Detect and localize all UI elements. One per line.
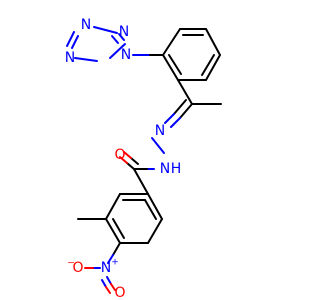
bond: [105, 193, 121, 220]
bond: [162, 54, 179, 81]
bond: [119, 156, 128, 164]
atom-n-tetrazole-1: N: [121, 47, 131, 63]
bond: [118, 33, 125, 41]
bond: [109, 43, 126, 59]
bond: [112, 242, 121, 256]
bond: [173, 99, 187, 115]
bond: [151, 137, 165, 154]
bond: [170, 117, 181, 128]
nitrotoluene-ring: [105, 193, 163, 244]
bond: [106, 276, 112, 285]
atom-o-nitro-left: O: [72, 260, 83, 276]
atom-h-hydrazide: H: [171, 161, 182, 177]
atom-n-tetrazole-4: N: [65, 50, 75, 66]
bond: [105, 286, 111, 294]
bond: [205, 28, 221, 56]
bond: [133, 168, 149, 195]
bond: [123, 151, 132, 159]
nitro-plus-charge: +: [111, 258, 119, 268]
bond: [147, 218, 163, 244]
nitro-minus-charge: −: [67, 259, 75, 269]
bond: [101, 279, 107, 288]
atom-n-hydrazide: N: [160, 161, 170, 177]
bond: [112, 218, 125, 239]
bond: [126, 162, 135, 170]
bond: [164, 113, 175, 124]
bond: [74, 57, 98, 62]
tetrazole-ring: [66, 26, 126, 62]
phenyl-ring: [162, 28, 221, 81]
atom-o-carbonyl: O: [114, 147, 125, 163]
bond: [71, 35, 79, 49]
atom-o-nitro-bottom: O: [114, 285, 125, 300]
atom-n-nitro: N: [101, 260, 111, 276]
bond: [179, 103, 193, 119]
bond: [130, 157, 139, 165]
bond: [162, 28, 181, 56]
bond: [201, 54, 215, 76]
bond: [66, 31, 75, 47]
atom-n-tetrazole-3: N: [81, 17, 91, 33]
bond: [111, 35, 119, 44]
bond: [205, 54, 221, 81]
molecule-structure: N N N N N N H O N + O − O: [65, 17, 222, 300]
atom-n-imine: N: [155, 123, 165, 139]
bond: [107, 254, 114, 264]
bond: [105, 218, 121, 244]
bond: [168, 54, 182, 75]
bond: [177, 79, 193, 105]
bond: [147, 193, 163, 220]
bond: [110, 283, 116, 291]
bond: [144, 199, 157, 220]
bond: [93, 26, 118, 34]
atom-n-tetrazole-2: N: [119, 24, 129, 40]
